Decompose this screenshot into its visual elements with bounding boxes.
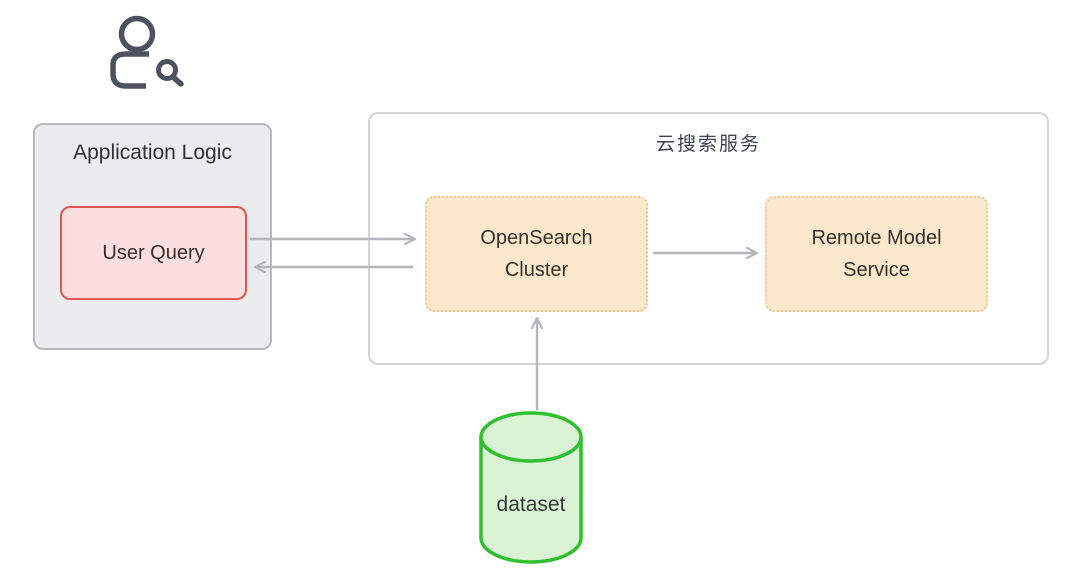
cloud-search-service-title: 云搜索服务 xyxy=(655,134,761,155)
magnifier-handle xyxy=(170,74,184,87)
user-query-label: User Query xyxy=(102,241,205,264)
application-logic-title: Application Logic xyxy=(73,141,232,164)
user-search-icon xyxy=(110,15,184,89)
opensearch-cluster-label-line1: OpenSearch xyxy=(480,227,593,249)
remote-model-service-node: Remote Model Service xyxy=(765,196,988,312)
remote-model-service-label-line1: Remote Model xyxy=(811,227,942,249)
dataset-cylinder-icon xyxy=(479,411,583,564)
user-query-node: User Query xyxy=(60,206,247,300)
magnifier-lens xyxy=(156,59,178,81)
cloud-search-service-box: 云搜索服务 OpenSearch Cluster Remote Model Se… xyxy=(368,112,1049,365)
user-body xyxy=(110,51,149,89)
remote-model-service-label-line2: Service xyxy=(843,259,910,281)
opensearch-cluster-label-line2: Cluster xyxy=(504,259,569,281)
dataset-label: dataset xyxy=(496,493,566,516)
cylinder-body xyxy=(479,437,583,564)
user-head xyxy=(118,15,156,53)
cylinder-top xyxy=(479,411,583,463)
application-logic-box: Application Logic User Query xyxy=(33,123,272,350)
opensearch-cluster-node: OpenSearch Cluster xyxy=(425,196,648,312)
